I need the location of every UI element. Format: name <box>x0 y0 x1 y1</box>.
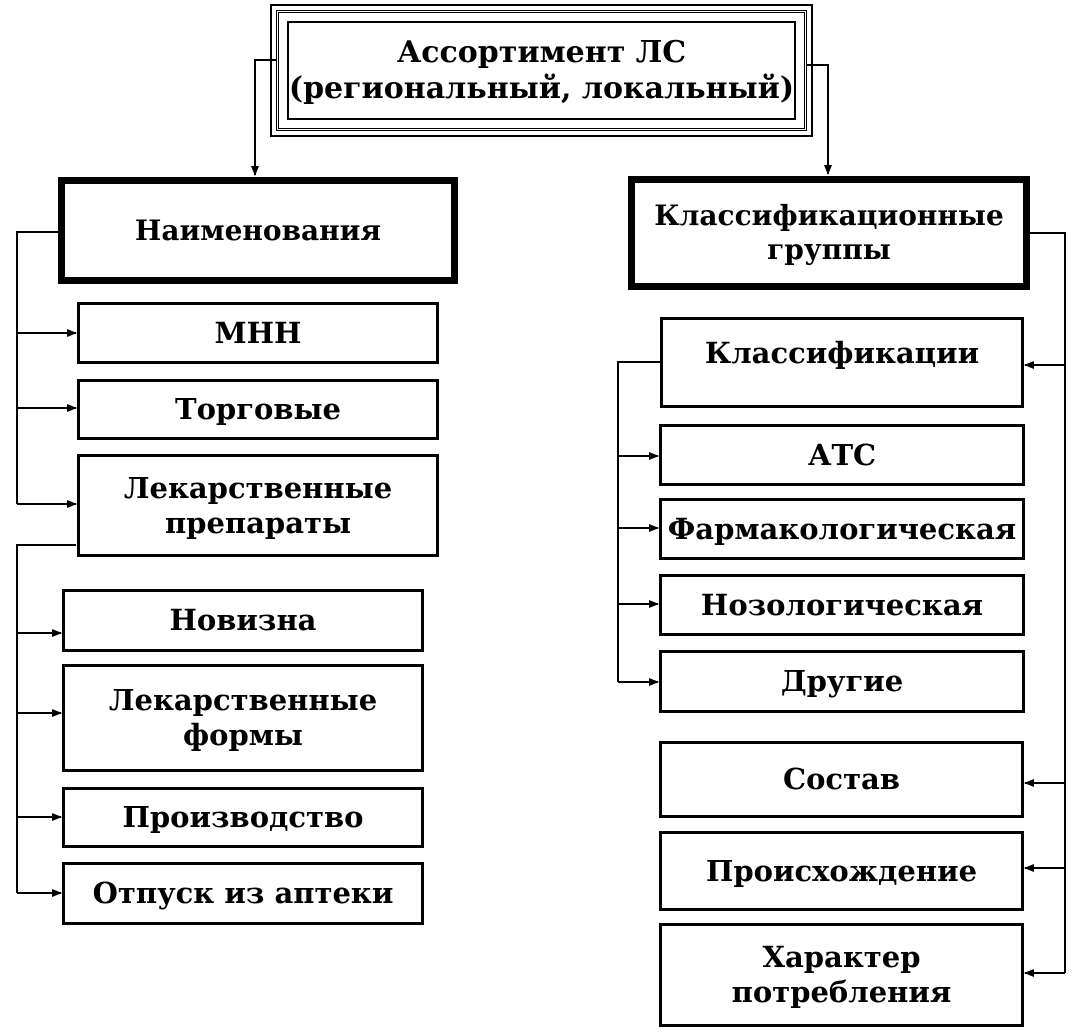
production-box: Производство <box>62 787 424 848</box>
drugs-bracket <box>16 544 76 893</box>
atc-label: АТС <box>807 437 877 472</box>
nosological-box: Нозологическая <box>659 574 1025 636</box>
origin-label: Происхождение <box>705 853 978 888</box>
root-to-groups-arrow <box>807 64 832 175</box>
names-header-label: Наименования <box>134 213 382 247</box>
dosage-forms-box: Лекарственные формы <box>62 664 424 772</box>
trade-box: Торговые <box>77 379 439 440</box>
groups-header-box: Классификационные группы <box>628 176 1030 290</box>
root-inner-frame <box>287 21 796 120</box>
names-header-box: Наименования <box>58 177 458 284</box>
groups-bracket <box>1029 232 1066 973</box>
composition-label: Состав <box>783 762 900 797</box>
classifications-label: Классификации <box>704 336 980 370</box>
novelty-label: Новизна <box>169 603 317 638</box>
root-title: Ассортимент ЛС <box>396 34 687 70</box>
production-label: Производство <box>122 800 364 835</box>
other-label: Другие <box>780 664 904 699</box>
mnn-label: МНН <box>214 315 302 350</box>
atc-box: АТС <box>659 424 1025 486</box>
pharmacological-label: Фармакологическая <box>667 511 1017 546</box>
names-bracket <box>16 231 60 504</box>
other-box: Другие <box>659 650 1025 713</box>
drugs-box: Лекарственные препараты <box>77 454 439 557</box>
trade-label: Торговые <box>175 392 341 427</box>
nosological-label: Нозологическая <box>700 587 984 622</box>
consumption-box: Характер потребления <box>659 923 1024 1027</box>
dispensing-box: Отпуск из аптеки <box>62 862 424 925</box>
root-box: Ассортимент ЛС (региональный, локальный) <box>270 4 813 137</box>
novelty-box: Новизна <box>62 589 424 652</box>
composition-box: Состав <box>659 741 1024 818</box>
root-to-names-arrow <box>251 59 276 176</box>
dosage-forms-label: Лекарственные формы <box>108 683 378 752</box>
mnn-box: МНН <box>77 302 439 364</box>
origin-box: Происхождение <box>659 831 1024 911</box>
dispensing-label: Отпуск из аптеки <box>92 876 394 911</box>
consumption-label: Характер потребления <box>731 940 952 1009</box>
drugs-label: Лекарственные препараты <box>123 470 393 540</box>
root-subtitle: (региональный, локальный) <box>288 70 795 106</box>
groups-header-label: Классификационные группы <box>654 199 1004 266</box>
pharmacological-box: Фармакологическая <box>659 498 1025 560</box>
classifications-bracket <box>617 361 660 682</box>
classifications-box: Классификации <box>660 317 1024 408</box>
